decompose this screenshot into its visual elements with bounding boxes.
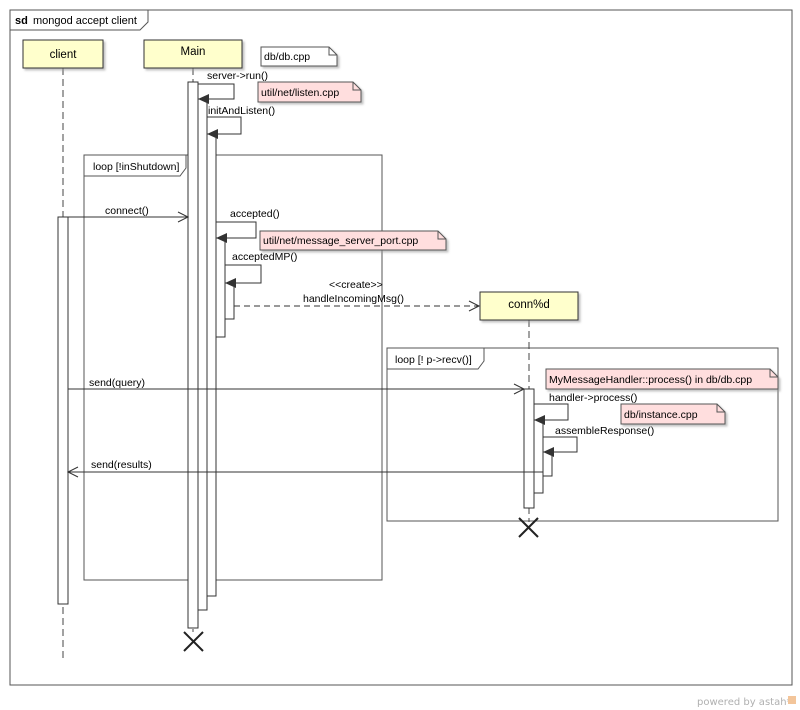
message-send-query: send(query)	[68, 377, 526, 395]
svg-text:db/db.cpp: db/db.cpp	[264, 51, 310, 63]
activation-main-1	[187, 81, 199, 629]
loop-inner-tab	[386, 347, 485, 370]
frame-title: mongod accept client	[33, 15, 137, 27]
svg-text:initAndListen(): initAndListen()	[208, 105, 275, 117]
activation-main-5	[224, 282, 235, 320]
message-server-run: server->run()	[198, 70, 268, 104]
note-message-handler: MyMessageHandler::process() in db/db.cpp	[545, 368, 779, 390]
powered-by-label: powered by astah*	[697, 697, 792, 708]
activation-main-4	[215, 237, 226, 338]
message-create-handle-incoming: <<create>> handleIncomingMsg()	[234, 279, 481, 312]
svg-text:handler->process(): handler->process()	[549, 392, 637, 404]
lifeline-client-label: client	[50, 49, 78, 61]
astah-logo-icon	[788, 696, 796, 704]
note-db-cpp: db/db.cpp	[260, 46, 338, 67]
message-init-and-listen: initAndListen()	[207, 105, 275, 139]
loop-fragment-outer	[83, 154, 383, 581]
diagram-frame	[9, 9, 793, 686]
message-accepted: accepted()	[216, 208, 280, 243]
svg-text:server->run(): server->run()	[207, 70, 268, 82]
svg-text:send(results): send(results)	[91, 459, 152, 471]
loop-outer-tab	[83, 154, 187, 177]
svg-text:db/instance.cpp: db/instance.cpp	[624, 409, 698, 421]
message-send-results: send(results)	[66, 459, 543, 478]
loop-outer-label: loop [!inShutdown]	[93, 161, 179, 173]
activation-conn-1	[523, 388, 535, 509]
note-listen-cpp: util/net/listen.cpp	[257, 81, 362, 103]
activation-conn-2	[533, 419, 544, 494]
note-instance-cpp: db/instance.cpp	[620, 403, 726, 425]
message-handler-process: handler->process()	[534, 392, 637, 425]
loop-inner-label: loop [! p->recv()]	[395, 354, 472, 366]
lifeline-main-label: Main	[181, 46, 206, 58]
svg-text:connect(): connect()	[105, 205, 149, 217]
message-accepted-mp: acceptedMP()	[225, 251, 297, 288]
svg-text:MyMessageHandler::process() i: MyMessageHandler::process() in db/db.cpp	[549, 374, 752, 386]
activation-main-2	[197, 98, 208, 611]
destroy-conn-marker	[518, 517, 539, 538]
note-message-server-port: util/net/message_server_port.cpp	[259, 230, 447, 251]
message-assemble-response: assembleResponse()	[543, 425, 654, 457]
lifeline-conn[interactable]: conn%d	[479, 291, 579, 321]
svg-text:util/net/listen.cpp: util/net/listen.cpp	[261, 87, 339, 99]
svg-text:send(query): send(query)	[89, 377, 145, 389]
activation-client	[57, 216, 69, 605]
destroy-main-marker	[183, 631, 204, 652]
svg-text:acceptedMP(): acceptedMP()	[232, 251, 297, 263]
message-connect: connect()	[68, 205, 190, 223]
frame-kind: sd	[15, 15, 28, 27]
loop-fragment-inner	[386, 347, 779, 522]
svg-text:accepted(): accepted()	[230, 208, 280, 220]
svg-text:<<create>>: <<create>>	[329, 279, 383, 291]
svg-text:handleIncomingMsg(): handleIncomingMsg()	[303, 293, 404, 305]
svg-text:util/net/message_server_port.c: util/net/message_server_port.cpp	[263, 235, 418, 247]
svg-text:assembleResponse(): assembleResponse()	[555, 425, 654, 437]
frame-title-tab	[9, 9, 149, 31]
activation-conn-3	[542, 451, 553, 477]
lifeline-conn-label: conn%d	[508, 299, 550, 311]
lifeline-client[interactable]: client	[22, 39, 104, 69]
lifeline-main[interactable]: Main	[143, 39, 243, 69]
activation-main-3	[206, 133, 217, 597]
